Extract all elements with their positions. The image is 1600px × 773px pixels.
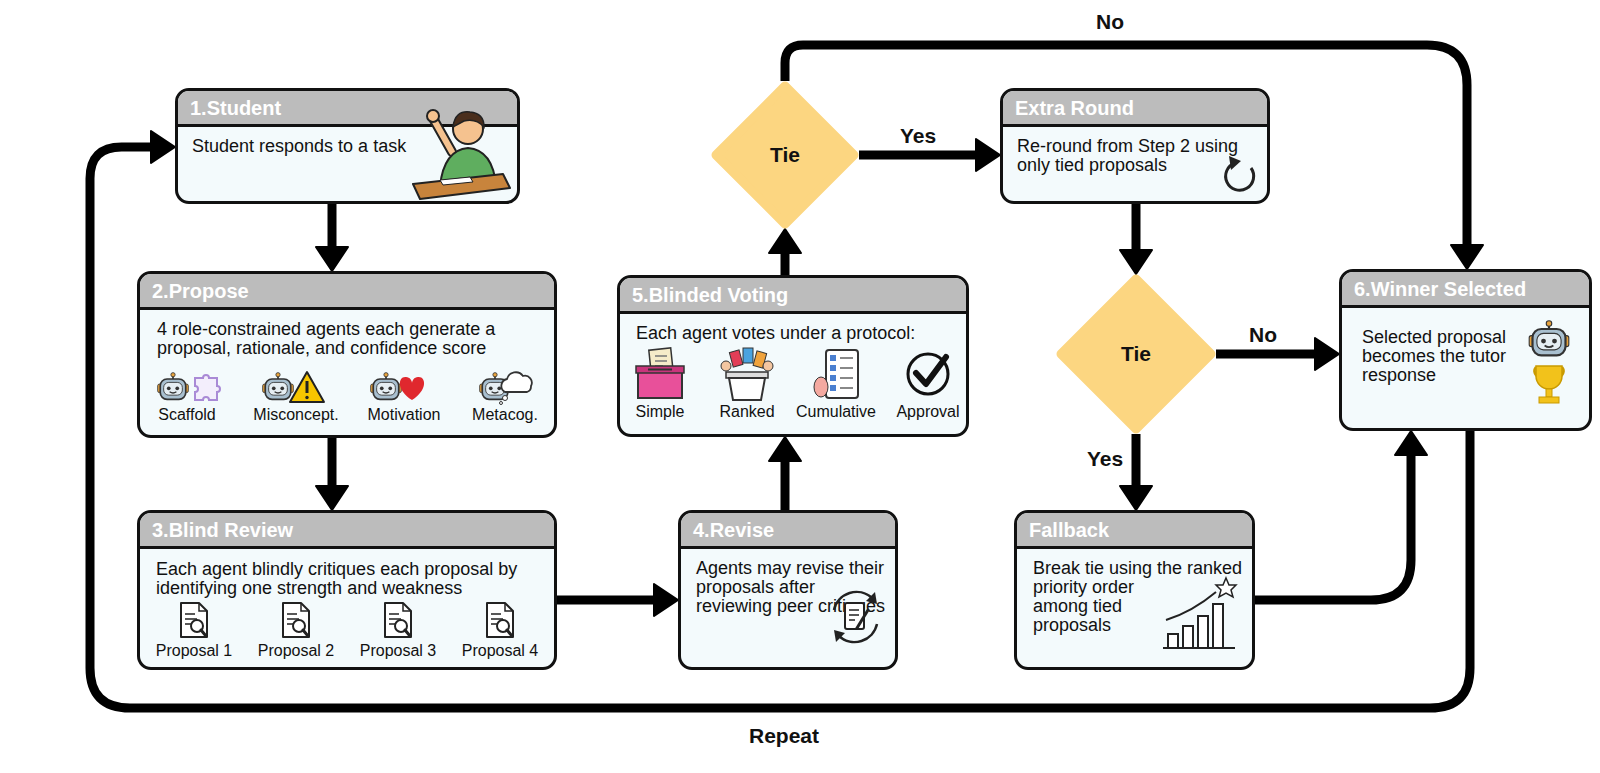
arrow-head (769, 437, 801, 461)
node-body-wrap: Each agent votes under a protocol: (636, 324, 961, 343)
node-body: Each agent blindly critiques each propos… (156, 559, 517, 598)
wrap-spacer (1163, 579, 1258, 669)
edge-label: Yes (1087, 447, 1123, 471)
icon-caption: Metacog. (472, 406, 538, 424)
process-box: Extra RoundRe-round from Step 2 using on… (1000, 88, 1270, 204)
icon-caption: Proposal 3 (360, 642, 437, 660)
arrow-head (1120, 250, 1152, 274)
node-body-wrap: 4 role-constrained agents each generate … (157, 320, 552, 358)
diamond-outline (1061, 279, 1211, 429)
icon-caption: Proposal 4 (462, 642, 539, 660)
node-body-wrap: Selected proposal becomes the tutor resp… (1362, 328, 1527, 385)
node-body: Each agent votes under a protocol: (636, 323, 915, 343)
node-heading: 4.Revise (693, 519, 774, 541)
node-body: Selected proposal becomes the tutor resp… (1362, 327, 1506, 385)
icon-caption: Motivation (368, 406, 441, 424)
arrow-head (316, 486, 348, 510)
decision-diamond: Tie (1056, 274, 1216, 434)
connector-line (785, 45, 1467, 247)
node-heading: Extra Round (1015, 97, 1134, 119)
arrow-head (151, 131, 175, 163)
decision-text: Tie (770, 143, 800, 167)
connector-line (328, 204, 337, 249)
icon-caption: Simple (636, 403, 685, 421)
edge-label: No (1096, 10, 1124, 34)
connector-line (1216, 350, 1317, 359)
node-body-wrap: Break tie using the ranked priority orde… (1033, 559, 1258, 669)
decision-text: Tie (1121, 342, 1151, 366)
connector (769, 437, 801, 510)
connector-line (781, 459, 790, 510)
connector (1216, 338, 1339, 370)
arrow-head (1451, 245, 1483, 269)
node-header: 6.Winner Selected (1342, 272, 1589, 308)
connector (1120, 434, 1152, 510)
icon-caption: Scaffold (158, 406, 216, 424)
arrow-head (1120, 486, 1152, 510)
node-header: 1.Student (178, 91, 517, 127)
node-heading: 6.Winner Selected (1354, 278, 1526, 300)
connector-line (90, 147, 1470, 708)
node-header: Fallback (1017, 513, 1252, 549)
node-header: 4.Revise (681, 513, 895, 549)
node-header: 5.Blinded Voting (620, 278, 966, 314)
decision-text-wrap: Tie (1056, 274, 1216, 434)
arrow-head (1395, 431, 1427, 455)
process-box: 6.Winner SelectedSelected proposal becom… (1339, 269, 1592, 431)
node-body: Student responds to a task (192, 136, 406, 156)
connector (316, 204, 348, 271)
node-body-wrap: Student responds to a task (192, 137, 492, 156)
node-heading: 3.Blind Review (152, 519, 293, 541)
node-heading: 1.Student (190, 97, 281, 119)
arrow-head (769, 229, 801, 253)
connector (769, 229, 801, 275)
connector (316, 438, 348, 510)
arrow-head (316, 247, 348, 271)
edge-label: Yes (900, 124, 936, 148)
icon-caption: Misconcept. (253, 406, 338, 424)
arrow-head (976, 139, 1000, 171)
node-body: 4 role-constrained agents each generate … (157, 319, 495, 358)
arrow-head (654, 584, 678, 616)
decision-diamond: Tie (711, 81, 859, 229)
process-box: 1.StudentStudent responds to a task (175, 88, 520, 204)
node-heading: 5.Blinded Voting (632, 284, 788, 306)
connector-line (1132, 204, 1141, 252)
connector (1120, 204, 1152, 274)
node-heading: Fallback (1029, 519, 1109, 541)
connector-line (557, 596, 656, 605)
node-header: 2.Propose (140, 274, 554, 310)
connector-line (781, 251, 790, 275)
node-header: Extra Round (1003, 91, 1267, 127)
connector-line (1132, 434, 1141, 488)
icon-caption: Ranked (719, 403, 774, 421)
connector-line (328, 438, 337, 488)
connector (557, 584, 678, 616)
node-body: Re-round from Step 2 using only tied pro… (1017, 136, 1238, 175)
node-body: Break tie using the ranked priority orde… (1033, 558, 1242, 635)
node-body-wrap: Re-round from Step 2 using only tied pro… (1017, 137, 1253, 175)
node-body-wrap: Each agent blindly critiques each propos… (156, 560, 551, 598)
icon-caption: Approval (896, 403, 959, 421)
connector (785, 45, 1483, 269)
node-header: 3.Blind Review (140, 513, 554, 549)
decision-text-wrap: Tie (711, 81, 859, 229)
edge-label: No (1249, 323, 1277, 347)
connector-line (1255, 453, 1411, 600)
icon-caption: Proposal 1 (156, 642, 233, 660)
node-body-wrap: Agents may revise their proposals after … (696, 559, 896, 616)
process-box: 4.ReviseAgents may revise their proposal… (678, 510, 898, 670)
connector-line (859, 151, 978, 160)
process-box: FallbackBreak tie using the ranked prior… (1014, 510, 1255, 670)
node-heading: 2.Propose (152, 280, 249, 302)
diamond-outline (716, 86, 854, 224)
icon-caption: Cumulative (796, 403, 876, 421)
icon-caption: Proposal 2 (258, 642, 335, 660)
node-body: Agents may revise their proposals after … (696, 558, 885, 616)
arrow-head (1315, 338, 1339, 370)
edge-label: Repeat (749, 724, 819, 748)
connector (1255, 431, 1427, 600)
